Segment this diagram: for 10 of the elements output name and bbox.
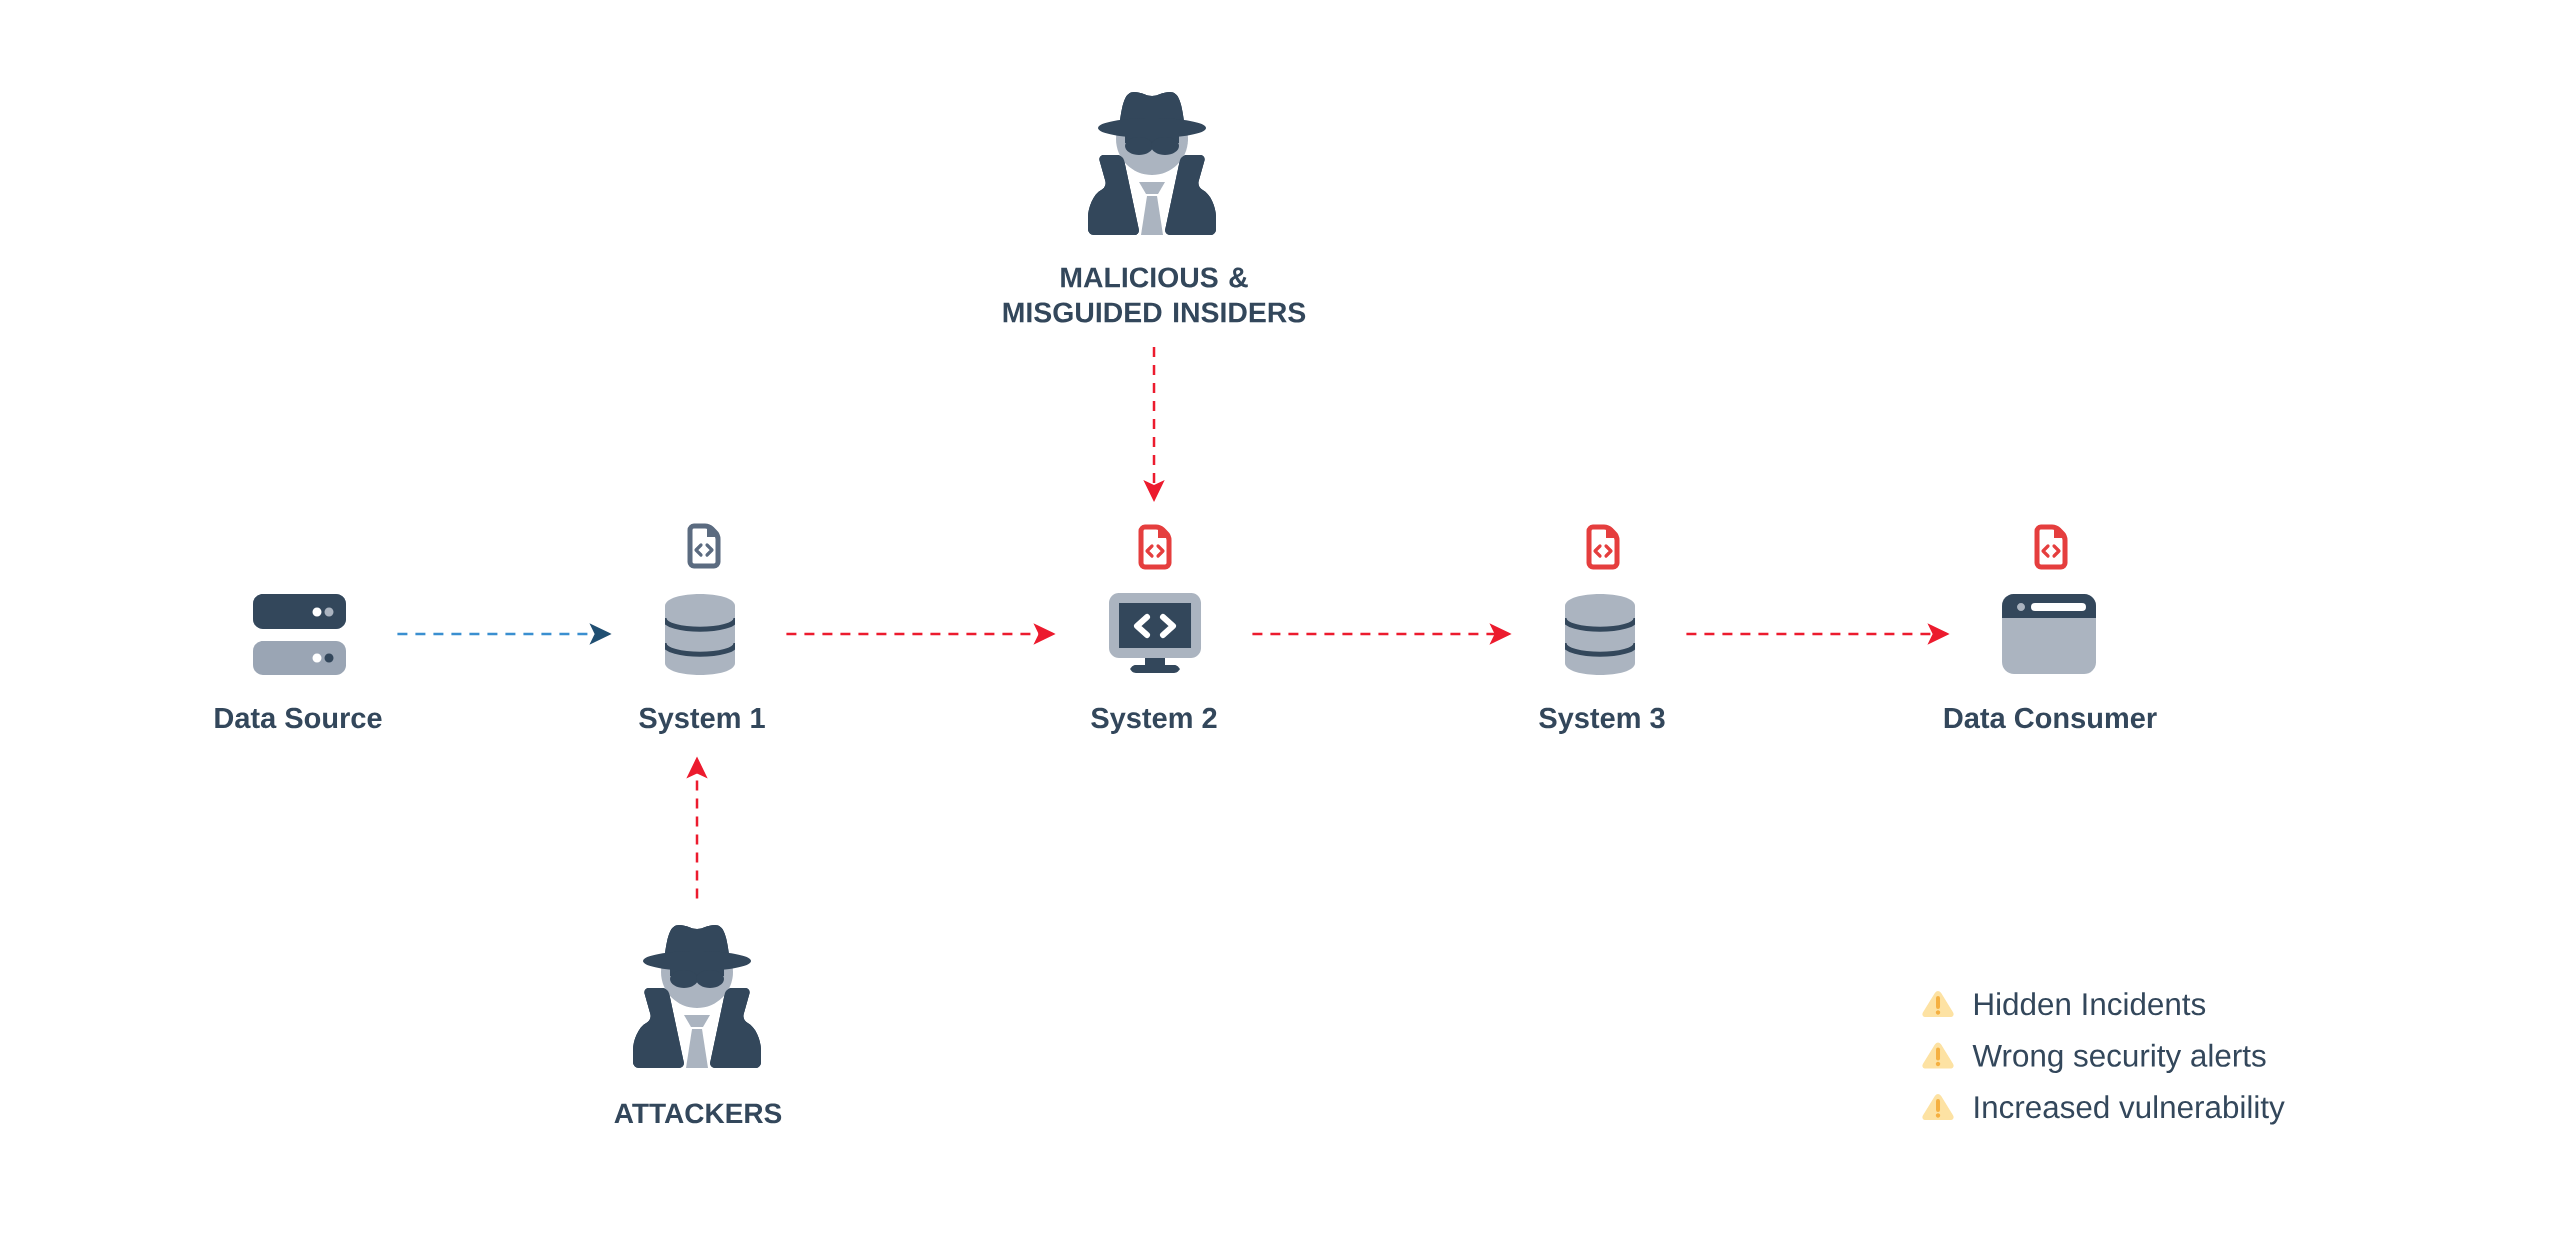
legend-label: Increased vulnerability xyxy=(1975,1095,2285,1125)
legend-label: Wrong security alerts xyxy=(1972,1043,2266,1074)
node-label: System 1 xyxy=(639,707,765,735)
legend-label: Hidden Incidents xyxy=(1975,992,2206,1016)
node-label: Data Consumer xyxy=(1944,707,2157,729)
node-label: System 2 xyxy=(1091,707,1217,735)
node-label: Data Source xyxy=(215,707,382,729)
node-label: ATTACKERS xyxy=(614,1103,782,1124)
node-label: System 3 xyxy=(1539,707,1665,735)
node-label: MALICIOUS & MISGUIDED INSIDERS xyxy=(1003,267,1306,323)
